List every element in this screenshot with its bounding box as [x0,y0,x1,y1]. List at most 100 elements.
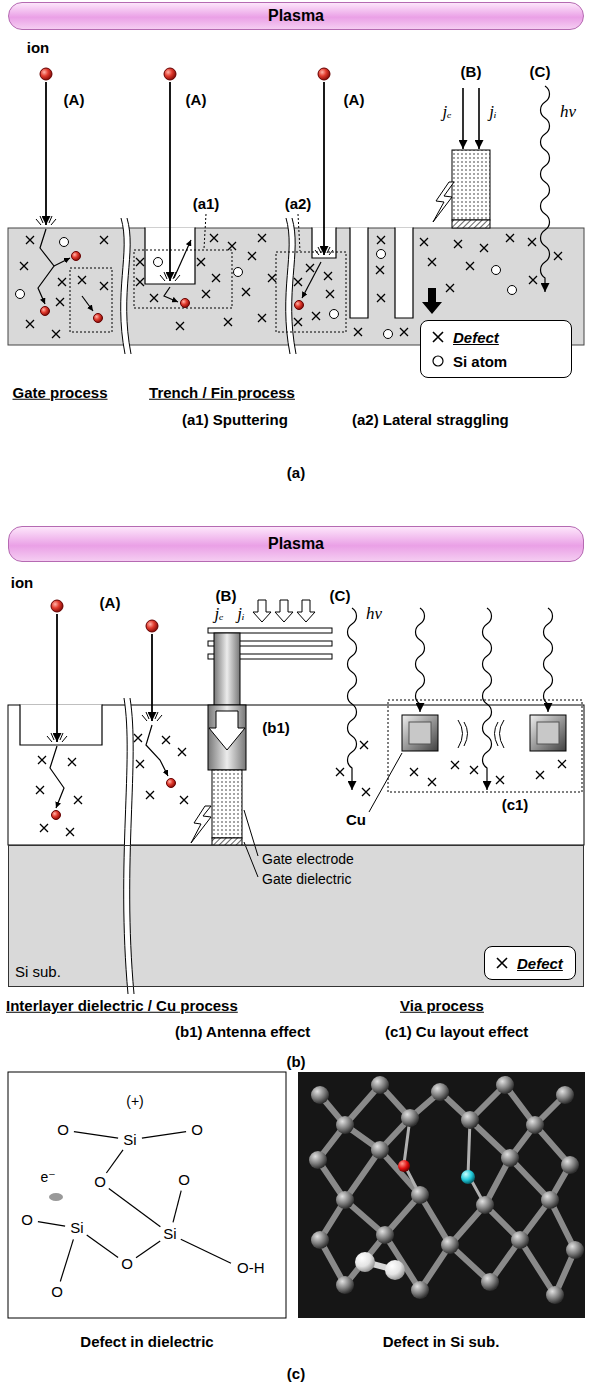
silicon-lattice-image [311,1086,329,1104]
current-symbol: jₑ [214,605,223,624]
cascade-path [38,229,321,311]
part-label: Gate electrode [262,852,354,867]
legend-text: Si atom [453,353,507,370]
break-mark [121,218,131,354]
defect-mark [100,282,108,290]
photon-wave [416,608,425,712]
silicon-lattice-image [336,1276,354,1294]
ion [164,68,176,80]
photon-wave [348,608,553,790]
current-arrow [463,88,479,149]
node-text: Plasma [268,7,324,25]
callout-label: (a1) [193,196,220,213]
region-box [388,700,582,792]
silicon-lattice-image [511,1231,529,1249]
photon-wave [544,608,553,712]
photon-symbol: hν [560,103,576,122]
defect-mark [258,234,266,242]
effect-caption: (c1) Cu layout effect [385,1024,528,1041]
substrate [8,228,584,345]
silicon-lattice-image [385,1260,405,1280]
silicon-lattice-image [411,1186,429,1204]
dielectric-structure [8,1072,286,1318]
cu-wire [402,715,566,751]
cascade-path [146,725,168,776]
defect-mark [180,796,188,804]
leader-line [244,753,402,877]
defect-mark [58,278,66,286]
breakdown-spark [191,806,211,843]
implanted-ion [181,299,190,308]
break-mark [121,218,296,354]
silicon-lattice-image [320,1235,575,1295]
panel-label: (b) [286,1054,305,1071]
defect-mark [306,264,314,272]
substrate [8,845,584,987]
defect-mark [176,322,184,330]
defect-mark [268,274,276,282]
defect-mark [134,734,142,742]
atom-symbol: O [21,1212,33,1229]
silicon-lattice-image [476,1196,494,1214]
dielectric-structure [136,1241,160,1258]
effect-caption: (b1) Antenna effect [175,1024,310,1041]
ion [318,68,330,80]
process-title: Via process [400,998,484,1015]
defect-mark [210,234,218,242]
silicon-lattice-image [501,1149,519,1167]
si-atom [330,310,339,319]
si-atom [492,266,501,275]
region-box [204,214,206,249]
ion-path [45,82,47,225]
atom-symbol: O [94,1174,106,1191]
silicon-lattice-image [561,1156,579,1174]
silicon-lattice-image [526,1116,544,1134]
silicon-lattice-image [318,1150,570,1205]
defect-mark [20,234,562,338]
impact-mark [36,216,56,225]
defect-mark [202,290,210,298]
defect-mark [376,266,384,274]
ion [146,620,158,632]
cascade-path [54,258,70,266]
atom-symbol: O [51,1284,63,1301]
defect-mark [150,294,158,302]
dielectric-structure [49,1193,63,1201]
impact-mark [142,712,162,721]
defect-mark [312,312,320,320]
silicon-lattice-image [298,1072,585,1318]
legend-text: Defect [453,329,499,346]
figure-caption: Defect in dielectric [80,1334,213,1351]
gate-stack [452,150,490,228]
cascade-path [82,296,93,311]
plasma-band: Plasma [8,2,584,30]
dielectric-structure [173,1191,181,1223]
cascade-path [50,746,64,808]
defect-mark [377,294,385,302]
trench [20,705,102,745]
node-text: Si sub. [15,963,61,980]
defect-mark [400,328,408,336]
substrate [8,228,584,345]
defect-mark [420,238,428,246]
break-mark [121,218,131,354]
silicon-lattice-image [311,1231,329,1249]
legend-item: Si atom [431,349,561,373]
silicon-lattice-image [376,1226,394,1244]
silicon-lattice-image [309,1076,584,1304]
defect-mark [529,276,537,284]
impact-mark [315,247,333,255]
substrate-band: Si sub. [8,845,584,987]
defect-mark [228,242,236,250]
implanted-ion [52,811,61,820]
silicon-lattice-image [371,1141,389,1159]
defect-mark [554,252,562,260]
defect-mark [248,252,256,260]
cu-wire [402,715,438,751]
defect-mark [68,758,76,766]
charge-arrow [275,600,293,622]
ion-label: ion [27,40,50,57]
mechanism-letter: (C) [530,64,551,81]
defect-mark [26,320,34,328]
defect-mark [242,288,250,296]
